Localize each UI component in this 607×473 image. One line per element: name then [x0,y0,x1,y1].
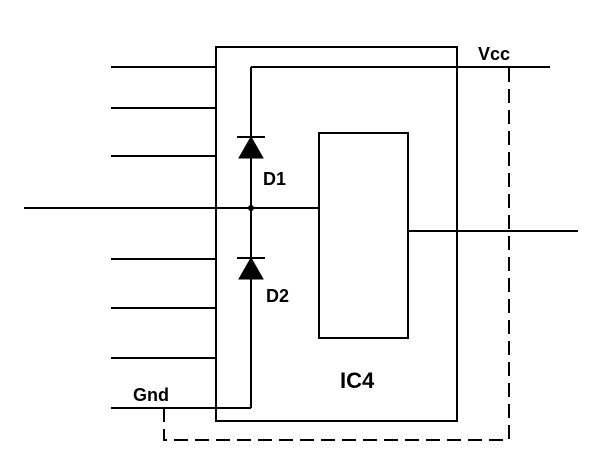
ic4-package-outline [215,46,458,422]
diode-d2 [237,256,265,280]
label-d1: D1 [263,169,286,189]
label-d2: D2 [266,286,289,306]
label-gnd: Gnd [133,385,169,405]
diode-d1 [237,135,265,159]
label-ic4: IC4 [340,368,375,393]
label-vcc: Vcc [478,44,510,64]
inner-logic-block [318,132,409,339]
